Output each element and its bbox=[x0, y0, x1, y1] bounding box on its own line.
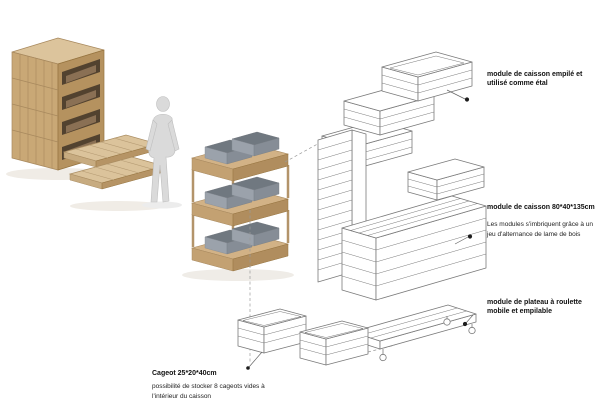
callout-dot-stacked bbox=[464, 97, 470, 102]
render-pallet-stack bbox=[62, 134, 166, 190]
callout-dot-caisson bbox=[467, 234, 473, 239]
leader-lines bbox=[248, 89, 474, 368]
caisson-note: Les modules s'imbriquent grâce à un jeu … bbox=[487, 221, 594, 238]
render-tall-rack bbox=[11, 37, 105, 171]
wireframe-caisson-module bbox=[317, 129, 487, 301]
cageot-note: possibilité de stocker 8 cageots vides à… bbox=[152, 383, 265, 400]
callout-dots bbox=[246, 97, 473, 370]
callout-plateau: module de plateau à roulette mobile et e… bbox=[487, 298, 592, 317]
plateau-label: module de plateau à roulette mobile et e… bbox=[487, 299, 582, 316]
stacked-caisson-label: module de caisson empilé et utilisé comm… bbox=[487, 71, 583, 88]
callout-caisson: module de caisson 80*40*135cm Les module… bbox=[487, 203, 599, 239]
render-crate-stack bbox=[190, 131, 290, 272]
callout-dot-plateau bbox=[462, 321, 468, 327]
callout-dot-cageot bbox=[246, 366, 250, 370]
wireframe-cageots bbox=[237, 308, 369, 366]
caisson-label: module de caisson 80*40*135cm bbox=[487, 204, 595, 211]
wireframe-plateau-roulette bbox=[351, 304, 477, 362]
cageot-label: Cageot 25*20*40cm bbox=[152, 370, 217, 377]
callout-cageot: Cageot 25*20*40cm possibilité de stocker… bbox=[152, 369, 274, 401]
render-human-figure bbox=[145, 96, 180, 203]
callout-stacked-caisson: module de caisson empilé et utilisé comm… bbox=[487, 70, 597, 89]
